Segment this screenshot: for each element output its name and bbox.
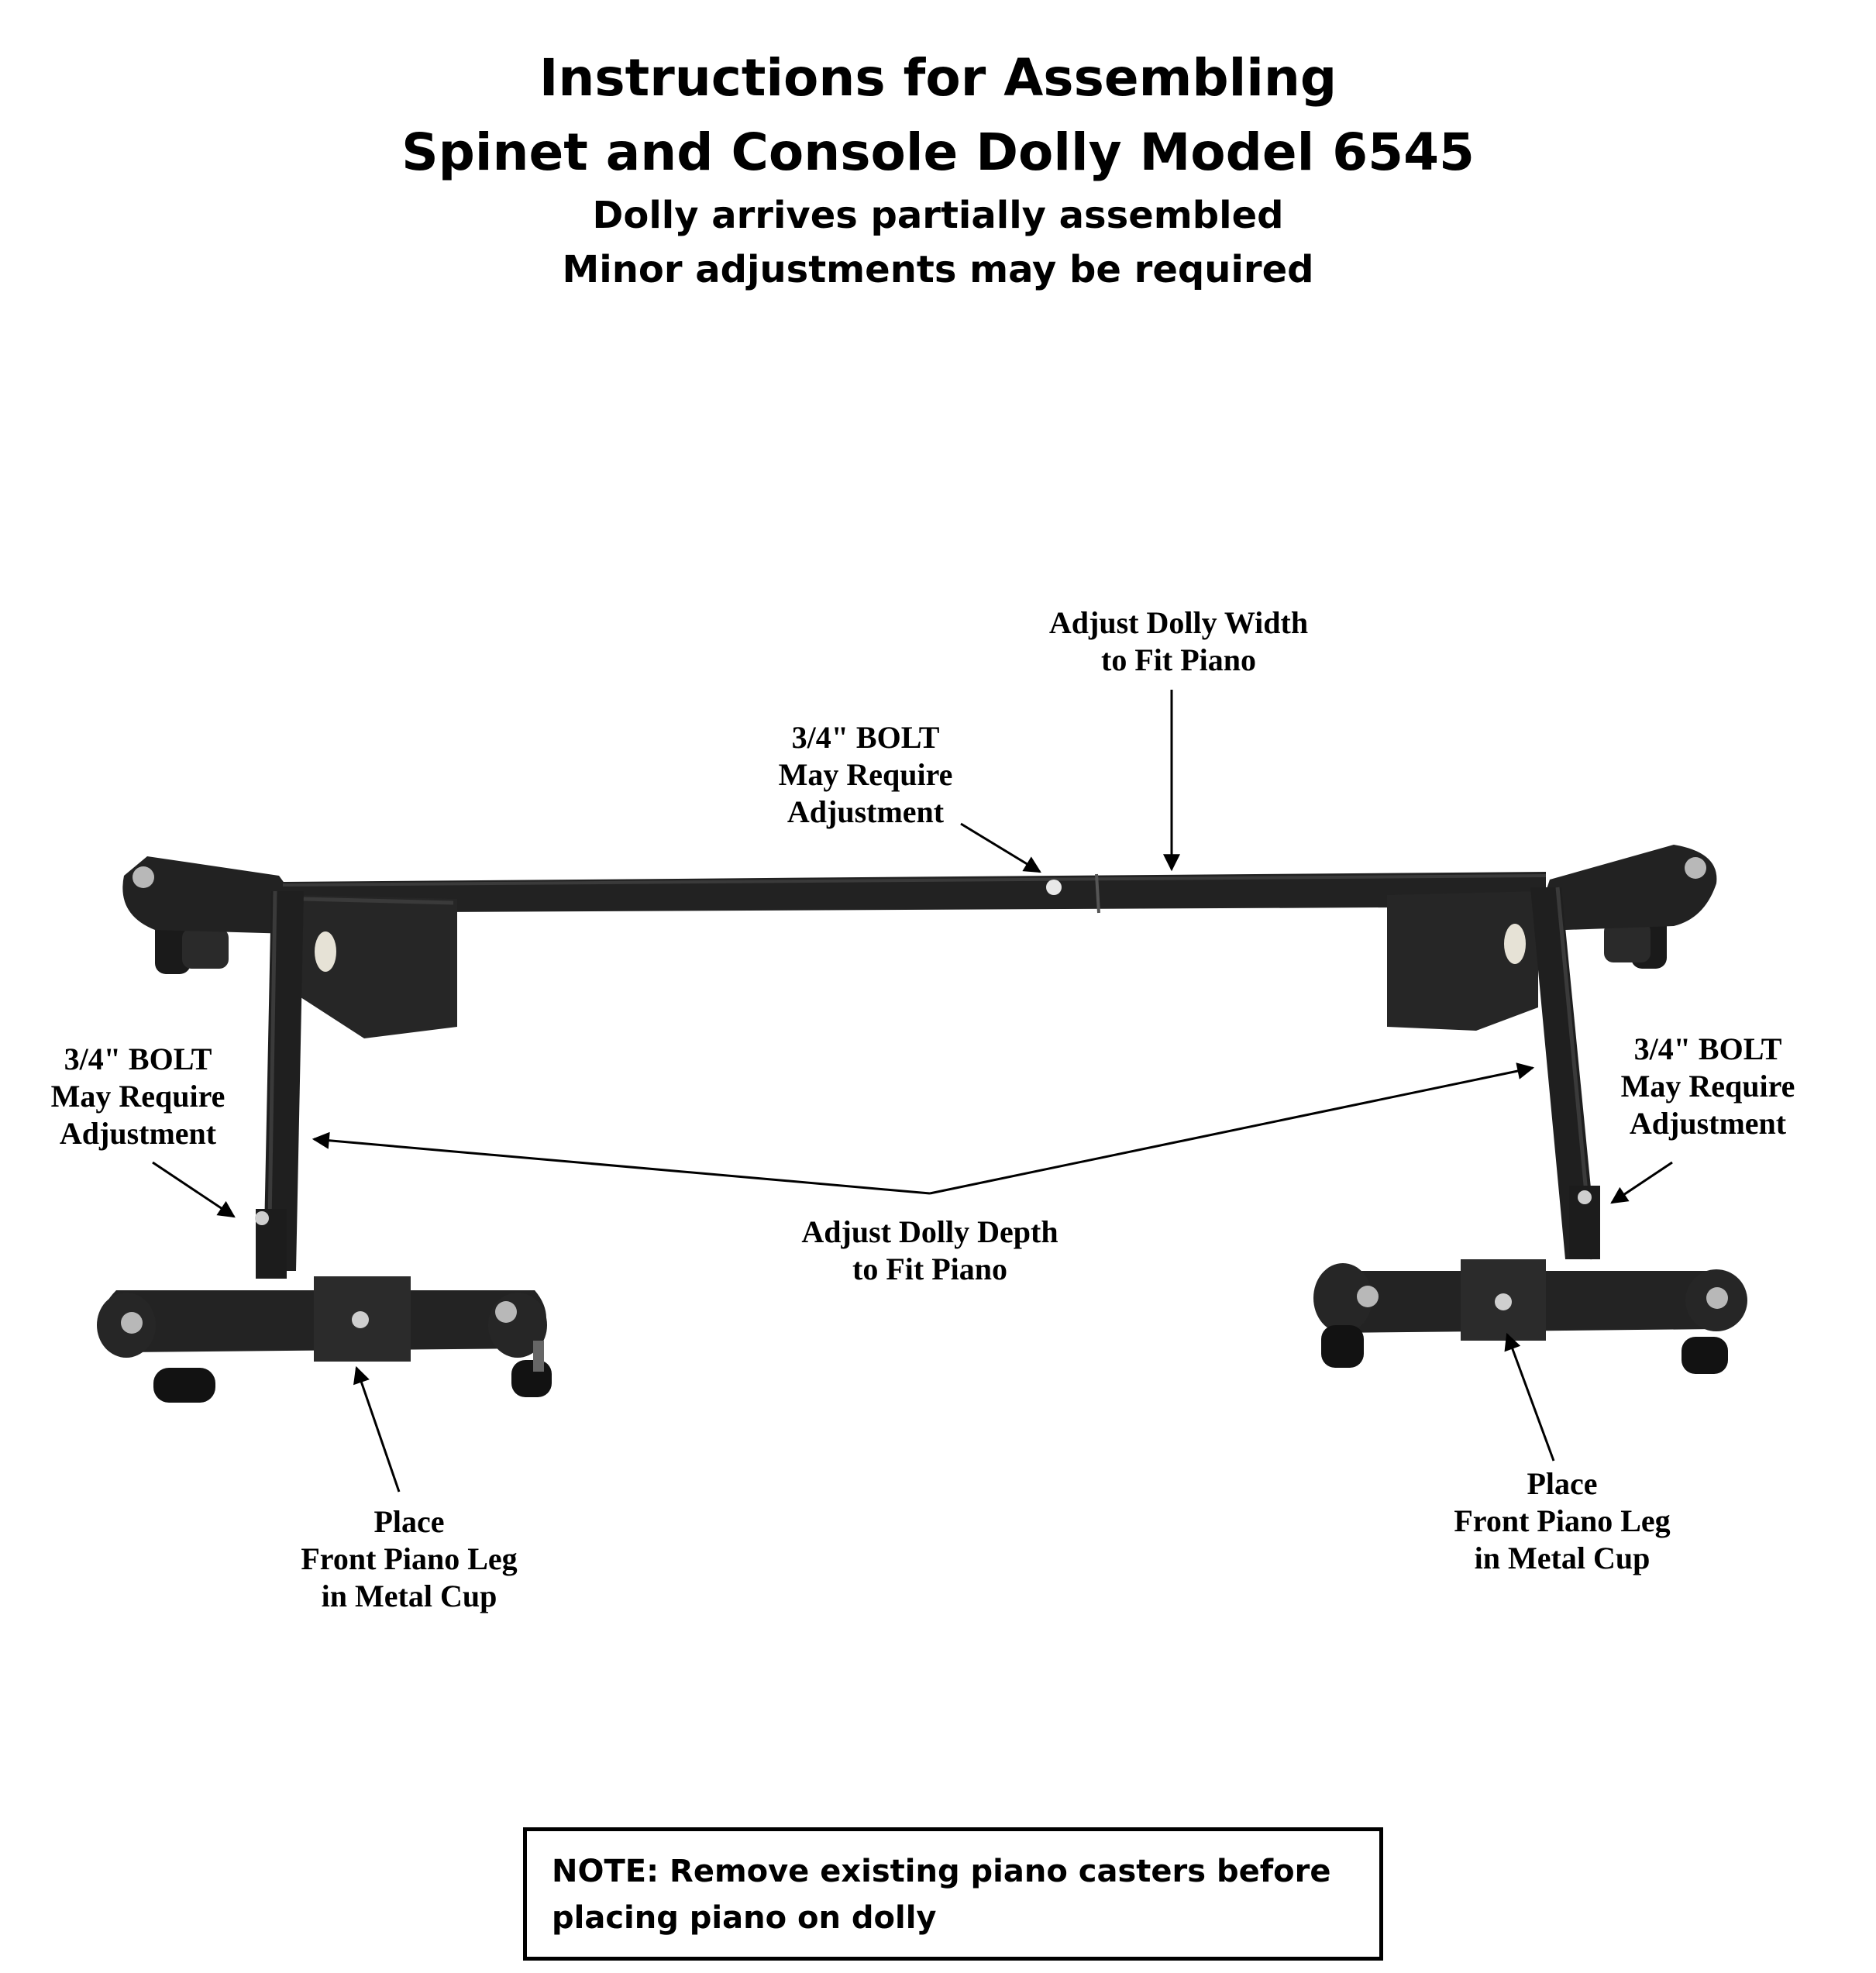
left-bracket [298,895,457,1038]
right-front-assembly [1313,1259,1747,1374]
subtitle-line-1: Dolly arrives partially assembled [592,194,1284,237]
callout-adjust-depth: Adjust Dolly Depth to Fit Piano [801,1214,1058,1286]
bolt-icon [1706,1287,1728,1309]
arrow-bolt-center [960,822,1041,873]
arrow-depth-left [312,1131,931,1195]
left-rear-corner [122,856,310,974]
note-box: NOTE: Remove existing piano casters befo… [523,1827,1383,1961]
bolt-icon [1357,1286,1379,1307]
note-line-2: placing piano on dolly [552,1900,937,1936]
left-front-assembly [97,1276,552,1403]
arrow-cup-right [1504,1332,1555,1462]
caster-wheel-icon [1321,1325,1364,1368]
bolt-icon [1578,1190,1592,1204]
caster-wheel-icon [153,1368,215,1403]
bolt-icon [352,1311,369,1328]
right-depth-tube [1530,887,1600,1260]
bolt-icon [1685,857,1706,879]
arrow-bolt-right [1610,1161,1673,1204]
arrow-depth-right [929,1062,1535,1195]
callout-cup-right: Place Front Piano Leg in Metal Cup [1454,1466,1671,1575]
bolt-icon [1495,1293,1512,1310]
roller-icon [315,931,336,972]
callout-cup-left: Place Front Piano Leg in Metal Cup [301,1504,518,1613]
right-rear-corner [1538,845,1717,969]
arrow-cup-left [353,1365,401,1493]
title-line-1: Instructions for Assembling [539,48,1337,108]
subtitle-line-2: Minor adjustments may be required [562,248,1314,291]
roller-icon [1504,924,1526,964]
bolt-icon [121,1312,143,1334]
bolt-icon [255,1211,269,1225]
left-depth-tube [255,890,304,1279]
callout-bolt-right: 3/4" BOLT May Require Adjustment [1620,1031,1795,1141]
callout-bolt-center: 3/4" BOLT May Require Adjustment [778,720,953,829]
bolt-icon [133,866,154,888]
callout-bolt-left: 3/4" BOLT May Require Adjustment [50,1042,225,1151]
callout-arrows [152,690,1673,1493]
bolt-icon [495,1301,517,1323]
width-crossbar [282,872,1547,914]
right-bracket [1387,891,1538,1031]
caster-wheel-icon [1682,1337,1728,1374]
title-line-2: Spinet and Console Dolly Model 6545 [401,122,1475,182]
bolt-icon [1046,880,1062,895]
arrow-bolt-left [152,1161,236,1218]
callout-adjust-width: Adjust Dolly Width to Fit Piano [1048,605,1309,677]
note-line-1: NOTE: Remove existing piano casters befo… [552,1854,1331,1889]
caster-wheel-icon [511,1360,552,1397]
